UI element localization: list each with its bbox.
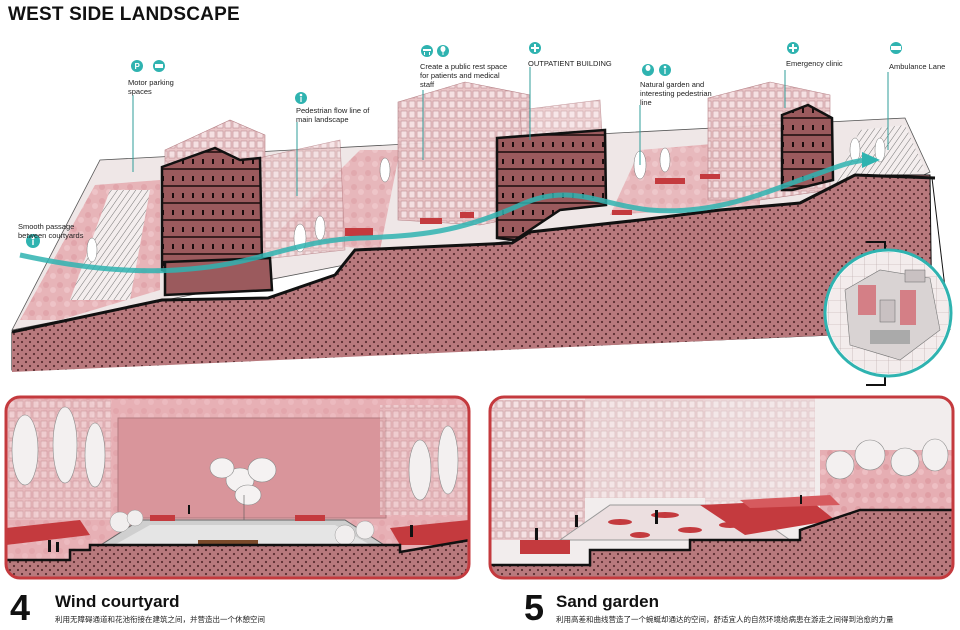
walk-icon	[26, 234, 40, 248]
outpatient-building	[495, 128, 608, 242]
label-public-rest: Create a public rest space for patients …	[420, 62, 508, 89]
panel-4-number: 4	[10, 587, 31, 628]
panel-wind-courtyard	[4, 395, 471, 580]
emergency-building	[780, 103, 835, 192]
label-smooth-passage: Smooth passage between courtyards	[18, 222, 84, 240]
flow-arrow-icon	[862, 152, 880, 168]
annotation-leaders	[132, 67, 889, 196]
hospital-icon	[529, 42, 541, 54]
section-cut-line	[11, 173, 936, 334]
tree-icon	[659, 64, 671, 76]
pedestrian-icon	[295, 92, 307, 104]
ambulance-icon	[890, 42, 902, 54]
courtyard-building	[160, 146, 264, 277]
label-pedestrian-flow: Pedestrian flow line of main landscape	[296, 106, 370, 124]
panel-4-subtitle: 利用无障碍通道和花池衔接在建筑之间，并营造出一个休憩空间	[55, 615, 265, 624]
section-buildings	[160, 103, 835, 297]
label-natural-garden: Natural garden and interesting pedestria…	[640, 80, 712, 107]
panel-5-subtitle: 利用高差和曲线营造了一个蜿蜒却通达的空间，舒适宜人的自然环境给病患在游走之间得到…	[556, 615, 894, 624]
motor-icon	[153, 60, 165, 72]
svg-text:P: P	[135, 62, 141, 71]
label-ambulance-lane: Ambulance Lane	[889, 62, 946, 71]
red-planters	[345, 174, 720, 236]
panel-sand-garden	[488, 395, 955, 580]
panel-5-number: 5	[524, 587, 545, 628]
top-section-model: P	[11, 42, 953, 386]
locator-map	[823, 241, 953, 386]
panel-5-title: Sand garden	[556, 592, 659, 611]
hospital-icon	[787, 42, 799, 54]
label-outpatient-building: OUTPATIENT BUILDING	[528, 59, 612, 68]
panel-4-title: Wind courtyard	[55, 592, 180, 611]
bench-icon	[421, 45, 433, 57]
parking-icon: P	[131, 60, 143, 72]
label-motor-parking: Motor parking spaces	[128, 78, 174, 96]
walk-icon	[642, 64, 654, 76]
label-emergency-clinic: Emergency clinic	[786, 59, 843, 68]
page-title: WEST SIDE LANDSCAPE	[8, 4, 240, 25]
tree-icon	[437, 45, 449, 57]
pedestrian-flow-line	[19, 157, 871, 274]
